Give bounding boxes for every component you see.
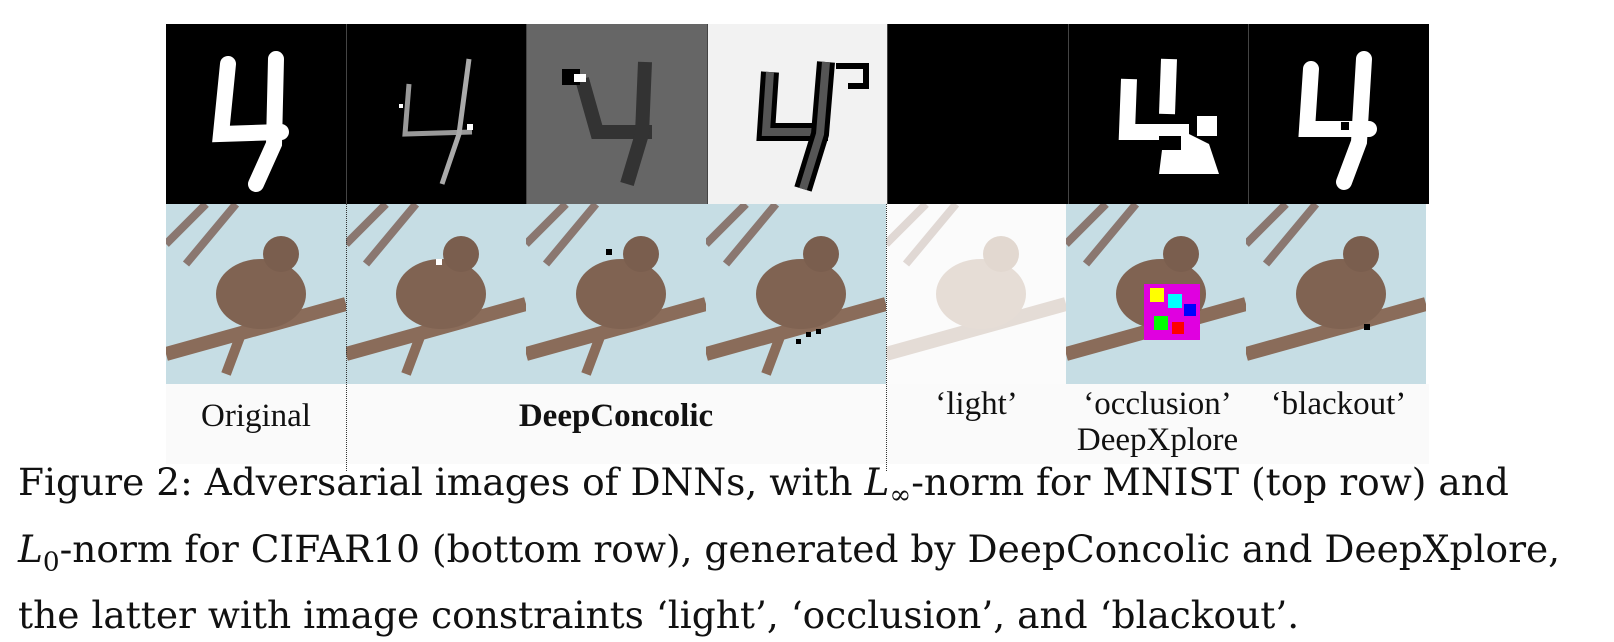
cifar-original-image bbox=[166, 204, 346, 384]
caption-text: Figure 2: Adversarial images of DNNs, wi… bbox=[18, 460, 865, 504]
caption-line-1: Figure 2: Adversarial images of DNNs, wi… bbox=[18, 456, 1608, 523]
mnist-light-image bbox=[887, 24, 1068, 204]
math-l: L bbox=[18, 526, 43, 571]
cifar-deepconcolic-image-3 bbox=[706, 204, 886, 384]
cifar-row bbox=[166, 204, 1429, 384]
cifar-occlusion-image bbox=[1066, 204, 1246, 384]
figure-caption: Figure 2: Adversarial images of DNNs, wi… bbox=[18, 456, 1608, 642]
separator-left bbox=[346, 204, 347, 471]
mnist-blackout-image bbox=[1248, 24, 1430, 204]
cifar-blackout-image bbox=[1246, 204, 1426, 384]
cifar-deepconcolic-image-2 bbox=[526, 204, 706, 384]
label-light: ‘light’ bbox=[935, 386, 1018, 422]
mnist-deepconcolic-image-3 bbox=[706, 24, 888, 204]
cifar-deepconcolic-image-1 bbox=[346, 204, 526, 384]
deepxplore-labels: ‘light’ ‘occlusion’ ‘blackout’ DeepXplor… bbox=[886, 384, 1429, 464]
mnist-occlusion-image bbox=[1067, 24, 1249, 204]
math-subscript: ∞ bbox=[889, 480, 912, 511]
caption-text: -norm for CIFAR10 (bottom row), generate… bbox=[59, 526, 1561, 571]
figure-2: Original DeepConcolic ‘light’ ‘occlusion… bbox=[166, 24, 1430, 471]
math-subscript: 0 bbox=[42, 547, 60, 577]
caption-line-2: L0-norm for CIFAR10 (bottom row), genera… bbox=[18, 523, 1608, 590]
label-deepconcolic: DeepConcolic bbox=[518, 398, 714, 434]
mnist-original-image bbox=[166, 24, 346, 204]
label-occlusion: ‘occlusion’ bbox=[1083, 386, 1232, 422]
mnist-deepconcolic-image-1 bbox=[345, 24, 527, 204]
label-deepxplore: DeepXplore bbox=[1076, 422, 1239, 458]
column-labels: Original DeepConcolic ‘light’ ‘occlusion… bbox=[166, 384, 1429, 464]
caption-text: -norm for MNIST (top row) and bbox=[911, 460, 1509, 504]
cifar-light-image bbox=[886, 204, 1066, 384]
label-original: Original bbox=[201, 398, 311, 434]
math-l: L bbox=[864, 460, 890, 504]
caption-line-3: the latter with image constraints ‘light… bbox=[18, 593, 1300, 637]
separator-right bbox=[886, 204, 887, 471]
mnist-row bbox=[166, 24, 1430, 204]
label-blackout: ‘blackout’ bbox=[1270, 386, 1407, 422]
mnist-deepconcolic-image-2 bbox=[526, 24, 707, 204]
